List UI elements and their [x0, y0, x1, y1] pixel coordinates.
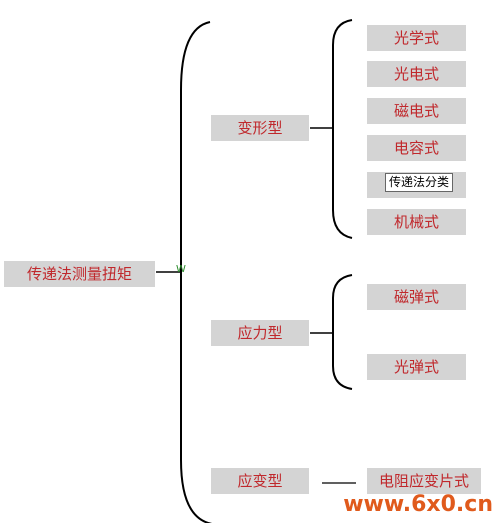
tooltip: 传递法分类 [385, 173, 454, 192]
leaf-magnetoelectric: 磁电式 [367, 98, 466, 124]
leaf-magnetoelastic: 磁弹式 [367, 284, 466, 310]
branch-strain: 应变型 [211, 468, 309, 494]
leaf-capacitive: 电容式 [367, 135, 466, 161]
watermark: www.6x0.cn [343, 492, 493, 517]
leaf-photoelectric: 光电式 [367, 61, 466, 87]
main-brace [180, 21, 213, 523]
brace-stress [332, 274, 353, 390]
branch-deformation: 变形型 [211, 115, 309, 141]
root-node: 传递法测量扭矩 [4, 261, 155, 287]
branch-stress: 应力型 [211, 320, 309, 346]
leaf-optical: 光学式 [367, 25, 466, 51]
marker-label: W [176, 264, 186, 275]
leaf-strain-gauge: 电阻应变片式 [367, 468, 481, 494]
leaf-mechanical: 机械式 [367, 209, 466, 235]
leaf-photoelastic: 光弹式 [367, 354, 466, 380]
brace-deformation [332, 19, 353, 239]
